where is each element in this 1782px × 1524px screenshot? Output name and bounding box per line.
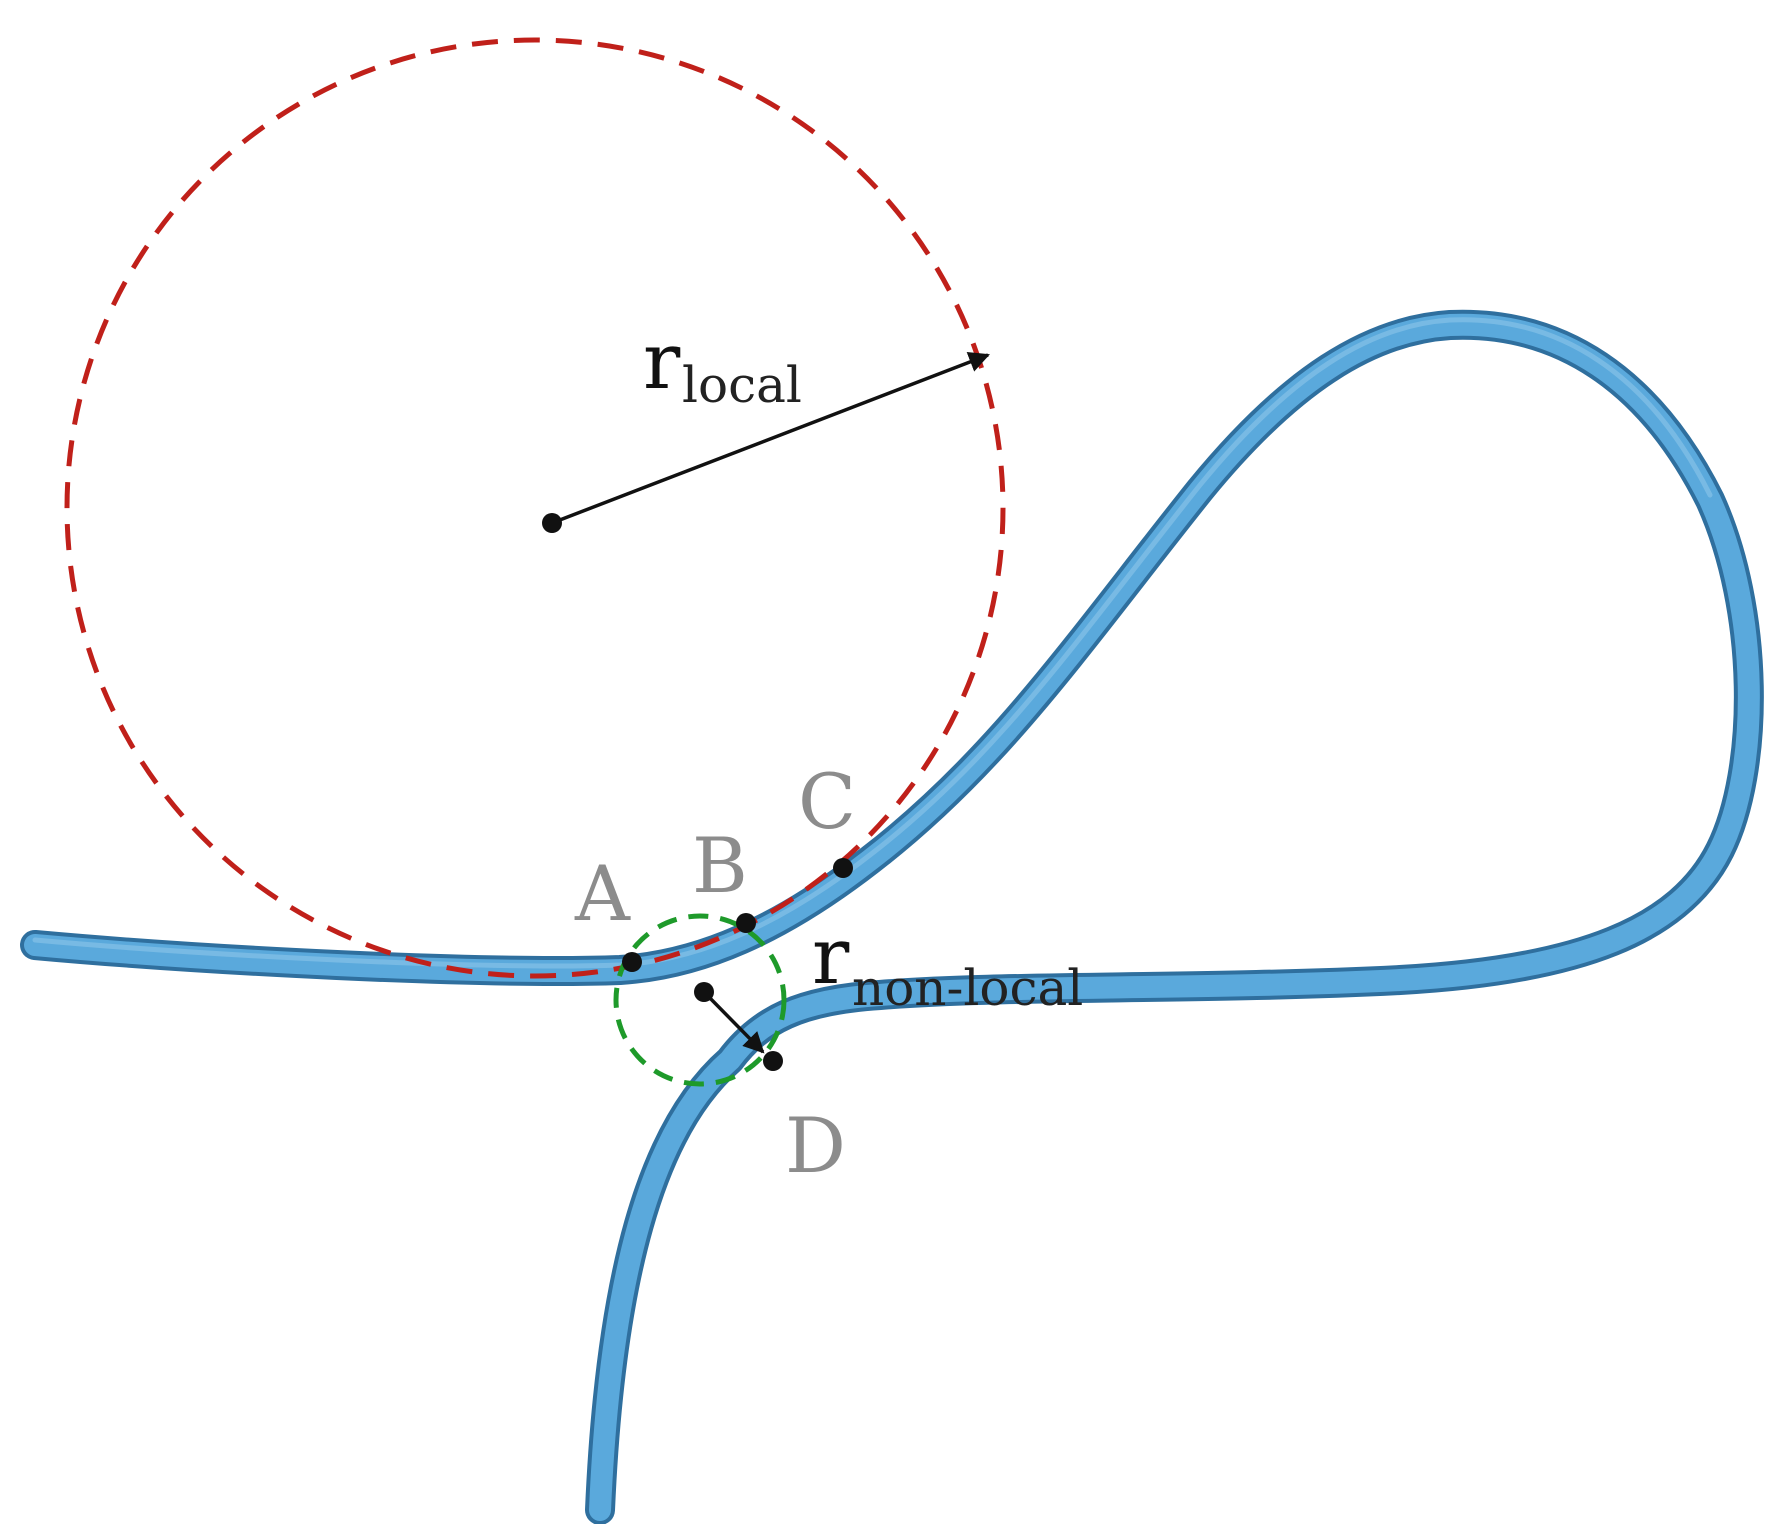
local-radius-arrow <box>551 351 990 525</box>
r-local-subscript: local <box>682 356 802 414</box>
point-c-label: C <box>798 757 856 846</box>
curve <box>20 309 1764 1524</box>
curve-highlight <box>32 317 1713 969</box>
r-nonlocal-label: r <box>812 912 850 1002</box>
point-a-dot <box>622 952 642 972</box>
r-local-label: r <box>643 317 681 407</box>
curve-body <box>24 313 1760 1521</box>
point-d-dot <box>763 1051 783 1071</box>
r-nonlocal-subscript: non-local <box>852 959 1083 1017</box>
nonlocal-center-dot <box>694 982 714 1002</box>
point-d-label: D <box>785 1101 846 1190</box>
nonlocal-radius-arrow <box>702 990 765 1054</box>
point-c-dot <box>833 858 853 878</box>
point-b-dot <box>736 913 756 933</box>
point-a-label: A <box>574 849 631 938</box>
local-circle <box>64 37 1006 979</box>
point-b-label: B <box>692 821 748 910</box>
nonlocal-circle <box>613 913 787 1087</box>
local-center-dot <box>542 513 562 533</box>
curve-edge <box>20 309 1764 1524</box>
